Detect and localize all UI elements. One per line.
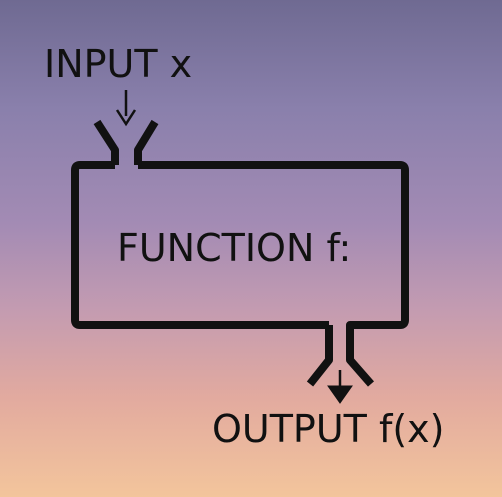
function-box-outline <box>71 119 409 387</box>
output-label: OUTPUT f(x) <box>212 407 445 451</box>
input-arrow-icon <box>115 90 137 127</box>
input-label: INPUT x <box>44 42 193 86</box>
function-label: FUNCTION f: <box>117 226 352 270</box>
output-arrow-icon <box>327 370 353 404</box>
